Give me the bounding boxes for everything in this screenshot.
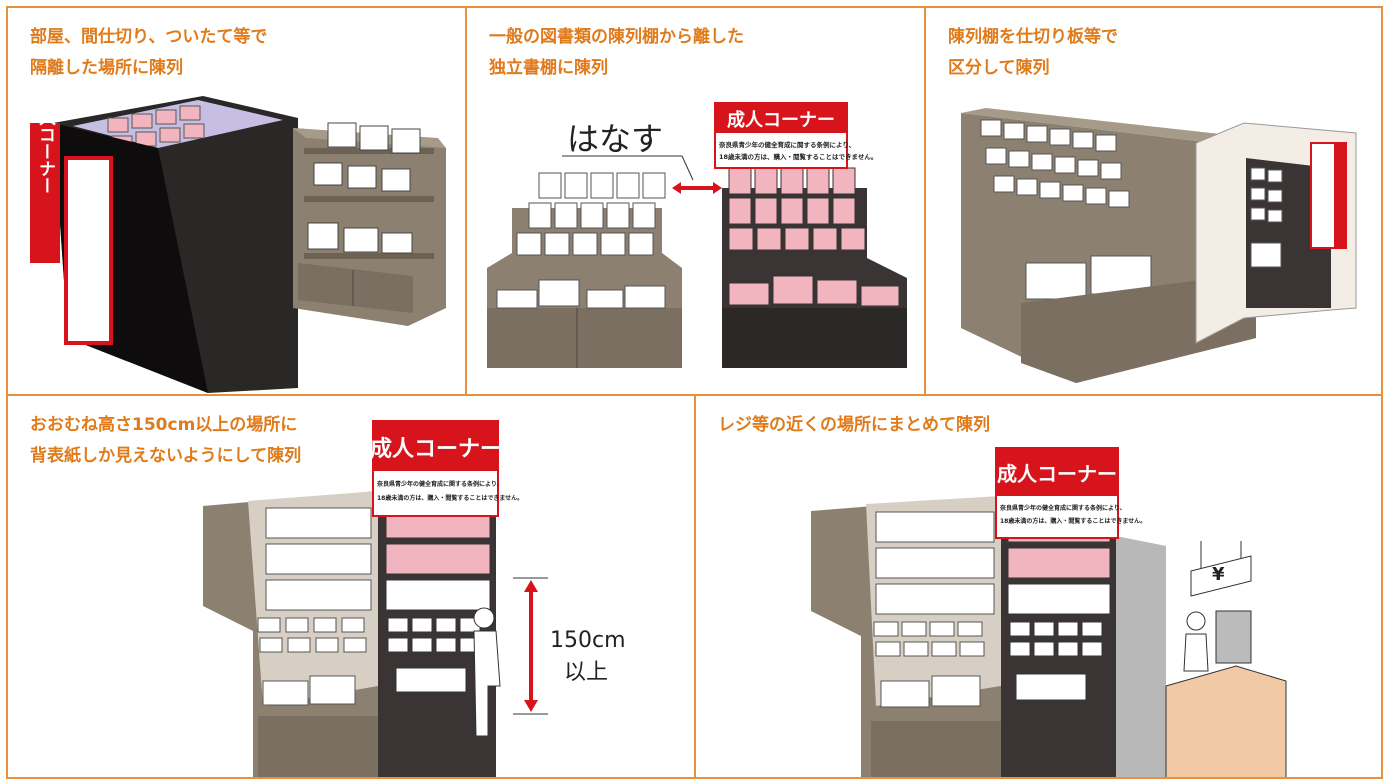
panel-caption: 陳列棚を仕切り板等で 区分して陳列	[948, 27, 1118, 78]
person-icon	[473, 607, 495, 629]
separate-shelf-illustration: 成人コーナー 奈良県青少年の健全育成に関する条例により、 18歳未満の方は、購入…	[487, 102, 907, 368]
sign-title: 成人コーナー	[370, 437, 502, 462]
sign-title: 成人コーナー	[727, 109, 835, 131]
panel-near-register: レジ等の近くの場所にまとめて陳列	[694, 394, 1383, 779]
room-partition-illustration: 成人コーナー	[30, 91, 446, 393]
partition-board-illustration	[961, 108, 1357, 383]
register-illustration: 成人コーナー 奈良県青少年の健全育成に関する条例により、 18歳未満の方は、購入…	[811, 447, 1287, 777]
height-value: 150cm	[550, 628, 626, 653]
panel-caption: 部屋、間仕切り、ついたて等で 隔離した場所に陳列	[30, 27, 268, 78]
panel-height-150cm: おおむね高さ150cm以上の場所に 背表紙しか見えないようにして陳列	[6, 394, 696, 779]
panel-room-partition: 部屋、間仕切り、ついたて等で 隔離した場所に陳列 成人コーナー	[6, 6, 467, 396]
separate-label: はなす	[567, 120, 664, 158]
partition-wall	[1116, 536, 1166, 777]
sign-vertical-red	[30, 123, 60, 263]
sign-line-2: 18歳未満の方は、購入・閲覧することはできません。	[1000, 517, 1146, 525]
panel-caption: レジ等の近くの場所にまとめて陳列	[718, 415, 990, 435]
height-shelf-illustration: 成人コーナー 奈良県青少年の健全育成に関する条例により、 18歳未満の方は、購入…	[203, 420, 548, 777]
sign-title: 成人コーナー	[997, 462, 1117, 486]
panel-separate-shelf: 一般の図書類の陳列棚から離した 独立書棚に陳列 成人コーナー 奈良	[465, 6, 926, 396]
yen-sign-board	[1190, 555, 1252, 597]
cash-register-icon	[1215, 610, 1252, 664]
panel-partition-board: 陳列棚を仕切り板等で 区分して陳列	[924, 6, 1383, 396]
sign-vertical-red	[1334, 143, 1346, 248]
panel-caption: 一般の図書類の陳列棚から離した 独立書棚に陳列	[489, 27, 744, 78]
sign-line-2: 18歳未満の方は、購入・閲覧することはできません。	[719, 152, 877, 161]
height-suffix: 以上	[564, 660, 609, 685]
sign-line-2: 18歳未満の方は、購入・閲覧することはできません。	[377, 494, 523, 502]
notice-board	[64, 156, 113, 345]
sign-line-1: 奈良県青少年の健全育成に関する条例により、	[999, 504, 1126, 512]
sign-vertical-title: 成人コーナー	[35, 91, 56, 194]
panel-caption: おおむね高さ150cm以上の場所に 背表紙しか見えないようにして陳列	[30, 415, 302, 466]
clerk-icon	[1186, 611, 1206, 631]
sign-line-1: 奈良県青少年の健全育成に関する条例により、	[718, 140, 855, 149]
sign-line-1: 奈良県青少年の健全育成に関する条例により、	[376, 480, 503, 488]
yen-label: ¥	[1212, 564, 1225, 585]
register-counter	[1165, 665, 1287, 777]
